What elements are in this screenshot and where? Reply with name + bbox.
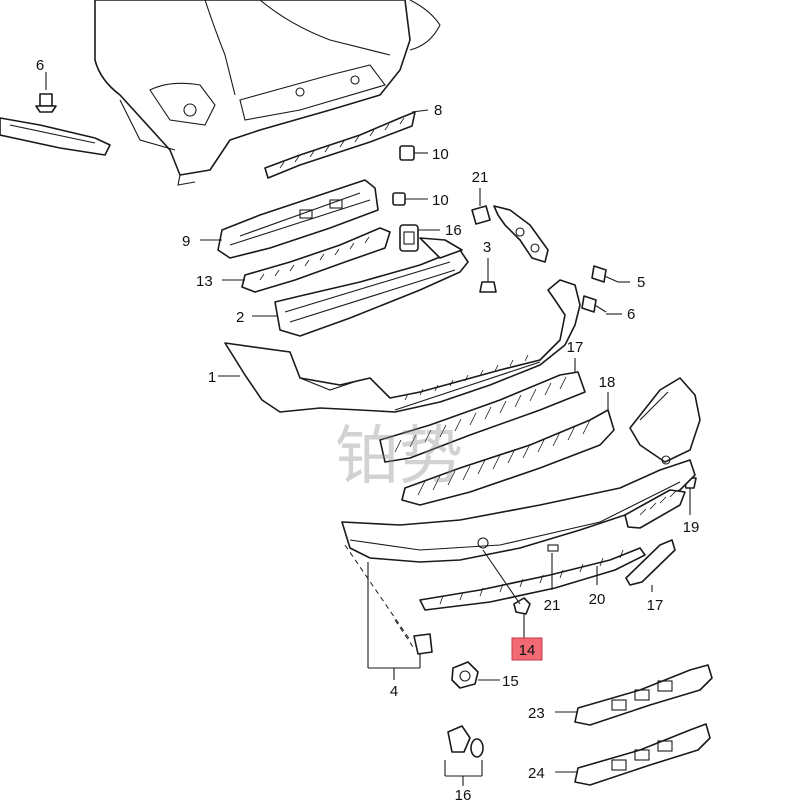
callout-22: 21 xyxy=(472,169,489,186)
callout-12: 18 xyxy=(599,374,616,391)
diffuser-fin-right xyxy=(624,489,686,529)
callout-15: 15 xyxy=(502,673,519,690)
callout-24: 24 xyxy=(528,765,545,782)
callout-10-lower: 10 xyxy=(432,192,449,209)
callout-17: 17 xyxy=(647,597,664,614)
callout-8: 8 xyxy=(434,102,442,119)
callout-18: 16 xyxy=(445,222,462,239)
bumper-corner-right xyxy=(629,377,701,465)
screw-part-6-top xyxy=(35,72,57,113)
side-trim-strip xyxy=(0,117,111,156)
mount-group-part-4 xyxy=(344,544,433,680)
callout-20: 20 xyxy=(589,591,606,608)
clip-part-22 xyxy=(471,188,491,225)
clip-part-18 xyxy=(399,224,440,252)
callout-13: 13 xyxy=(196,273,213,290)
highlight-box-part-14 xyxy=(511,637,543,661)
callout-16: 16 xyxy=(455,787,472,800)
guide-part-23 xyxy=(555,664,713,726)
grille-part-12 xyxy=(401,392,615,506)
callout-4: 4 xyxy=(390,683,398,700)
callout-19: 19 xyxy=(683,519,700,536)
callout-1: 1 xyxy=(208,369,216,386)
callout-21: 21 xyxy=(544,597,561,614)
cover-cap-part-14 xyxy=(482,549,531,638)
watermark: 铂势 xyxy=(335,420,463,494)
trim-strip-part-20 xyxy=(419,547,646,611)
guide-part-24 xyxy=(555,723,711,786)
lower-bumper-cover xyxy=(341,459,696,563)
vehicle-rear-body xyxy=(94,0,441,186)
sensor-ring-part-16 xyxy=(444,725,484,786)
callout-6-right: 6 xyxy=(627,306,635,323)
bolt-part-3 xyxy=(479,258,497,293)
callout-14: 14 xyxy=(519,642,536,659)
bumper-cover-part-1 xyxy=(218,279,581,413)
bumper-beam-part-2 xyxy=(252,237,469,337)
callout-11: 17 xyxy=(567,339,584,356)
side-bracket-right xyxy=(493,205,549,263)
callout-23: 23 xyxy=(528,705,545,722)
screw-part-5 xyxy=(591,265,630,283)
callout-5: 5 xyxy=(637,274,645,291)
callout-6-top: 6 xyxy=(36,57,44,74)
callout-2: 2 xyxy=(236,309,244,326)
grille-part-11 xyxy=(379,358,586,463)
reflector-part-17 xyxy=(625,539,676,592)
upper-bracket-strip xyxy=(264,109,429,179)
sensor-part-15 xyxy=(451,661,500,689)
bracket-part-13 xyxy=(222,227,391,293)
nut-part-10-upper xyxy=(399,145,428,161)
callout-3: 3 xyxy=(483,239,491,256)
callout-9: 9 xyxy=(182,233,190,250)
nut-part-10-lower xyxy=(392,192,428,206)
callout-labels: 6 8 10 21 10 16 9 3 13 5 2 6 17 1 18 19 … xyxy=(36,57,700,800)
screw-part-6-right xyxy=(581,295,622,315)
callout-10-upper: 10 xyxy=(432,146,449,163)
bracket-part-9 xyxy=(200,179,379,259)
